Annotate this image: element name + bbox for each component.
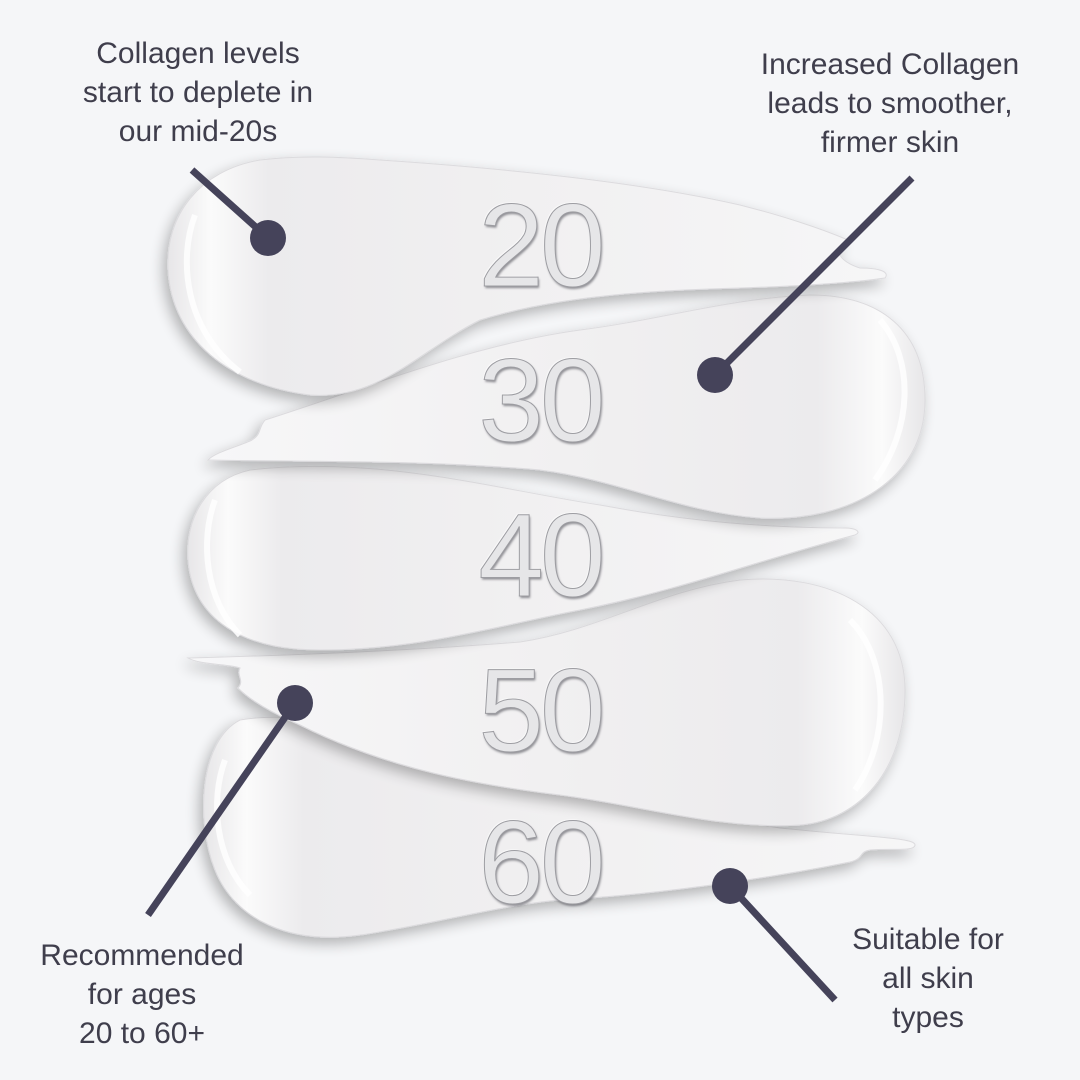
age-label-60: 60 (478, 797, 606, 929)
callout-line: start to deplete in (82, 76, 314, 109)
pin-top-left (189, 167, 286, 256)
pin-dot-icon (250, 220, 286, 256)
pin-bottom-right (712, 868, 838, 1003)
callout-line: Increased Collagen (760, 48, 1020, 81)
age-label-30: 30 (478, 335, 606, 467)
swatch-20 (167, 156, 887, 396)
callout-recommended-ages: Recommended for ages 20 to 60+ (0, 936, 284, 1053)
callout-line: firmer skin (820, 126, 960, 159)
callout-line: 20 to 60+ (79, 1017, 205, 1050)
callout-line: for ages (87, 978, 197, 1011)
callout-line: our mid-20s (118, 115, 278, 148)
pin-dot-icon (712, 868, 748, 904)
age-label-40: 40 (478, 490, 606, 622)
callout-line: Collagen levels (96, 37, 300, 70)
callout-line: all skin (882, 962, 974, 995)
swatch-50 (186, 578, 906, 827)
swatch-30 (206, 294, 926, 519)
pin-dot-icon (697, 357, 733, 393)
pin-bottom-left (145, 685, 313, 917)
callout-line: Suitable for (852, 923, 1004, 956)
callout-collagen-depletion: Collagen levels start to deplete in our … (48, 34, 348, 151)
age-label-20: 20 (478, 180, 606, 312)
callout-skin-types: Suitable for all skin types (828, 920, 1028, 1037)
callout-increased-collagen: Increased Collagen leads to smoother, fi… (730, 45, 1050, 162)
pin-top-right (697, 175, 915, 393)
age-label-50: 50 (478, 645, 606, 777)
callout-line: Recommended (40, 939, 244, 972)
callout-line: types (892, 1001, 964, 1034)
pin-dot-icon (277, 685, 313, 721)
swatch-40 (187, 465, 859, 651)
callout-line: leads to smoother, (767, 87, 1013, 120)
